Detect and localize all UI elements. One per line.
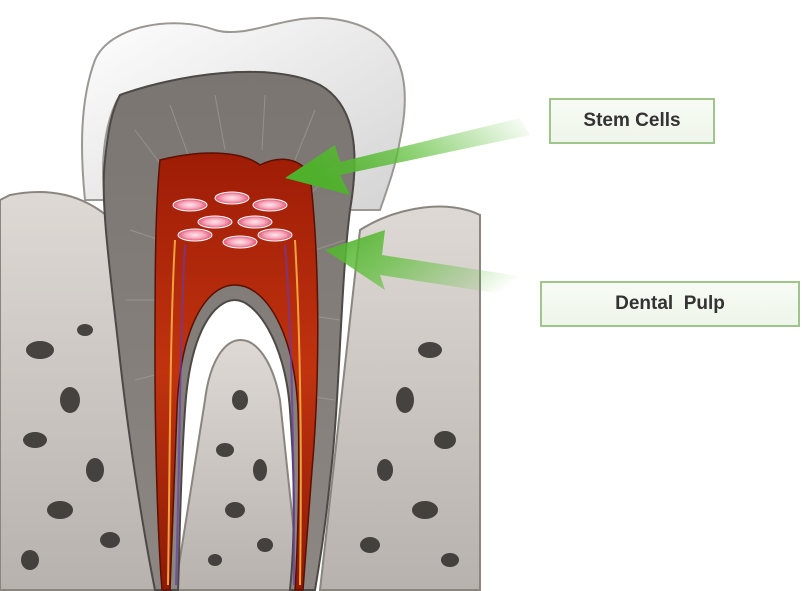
stem-cells-label: Stem Cells xyxy=(549,98,715,144)
dental-pulp-label: Dental Pulp xyxy=(540,281,800,327)
